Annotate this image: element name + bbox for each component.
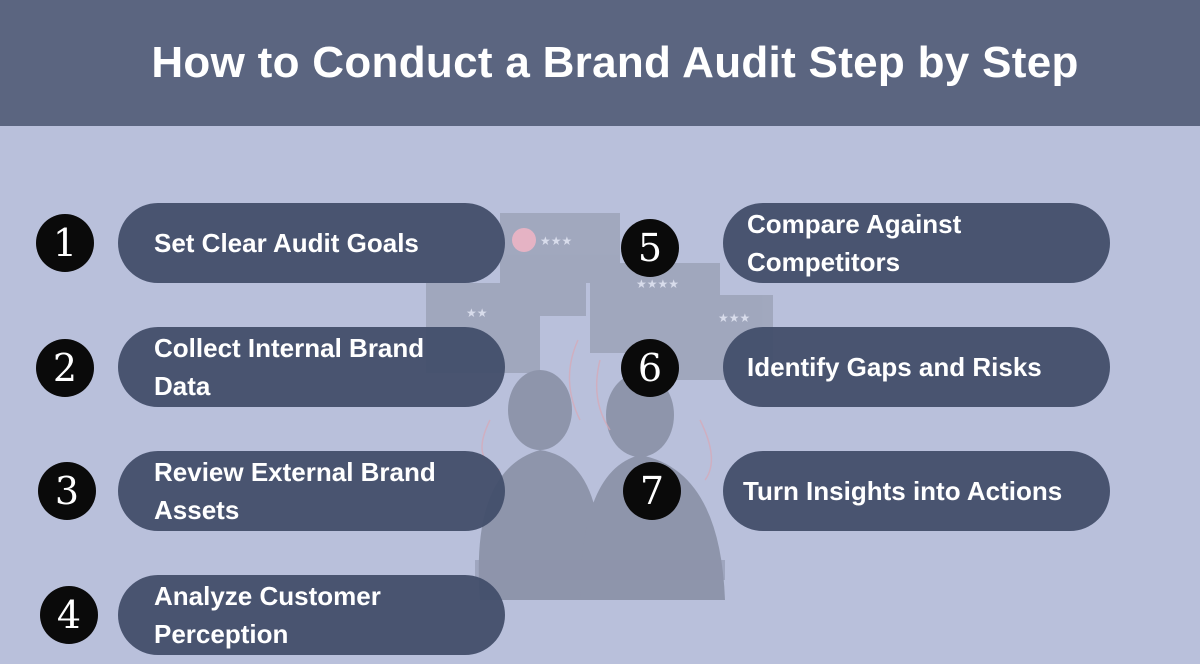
step-7-pill: Turn Insights into Actions	[723, 451, 1110, 531]
step-1-pill: Set Clear Audit Goals	[118, 203, 505, 283]
step-1-badge: 1	[36, 214, 94, 272]
header-banner: How to Conduct a Brand Audit Step by Ste…	[0, 0, 1200, 126]
step-7-badge: 7	[623, 462, 681, 520]
step-6-badge: 6	[621, 339, 679, 397]
page-title: How to Conduct a Brand Audit Step by Ste…	[151, 38, 1079, 87]
step-2-badge: 2	[36, 339, 94, 397]
step-4-pill: Analyze Customer Perception	[118, 575, 505, 655]
step-5-badge: 5	[621, 219, 679, 277]
step-2-pill: Collect Internal Brand Data	[118, 327, 505, 407]
svg-text:★★★★: ★★★★	[636, 277, 679, 291]
step-4-badge: 4	[40, 586, 98, 644]
step-3-badge: 3	[38, 462, 96, 520]
step-3-pill: Review External Brand Assets	[118, 451, 505, 531]
svg-text:★★★: ★★★	[718, 311, 750, 325]
step-6-pill: Identify Gaps and Risks	[723, 327, 1110, 407]
svg-text:★★★: ★★★	[540, 234, 572, 248]
step-5-pill: Compare Against Competitors	[723, 203, 1110, 283]
svg-text:★★: ★★	[466, 306, 488, 320]
avatar-icon	[512, 228, 536, 252]
